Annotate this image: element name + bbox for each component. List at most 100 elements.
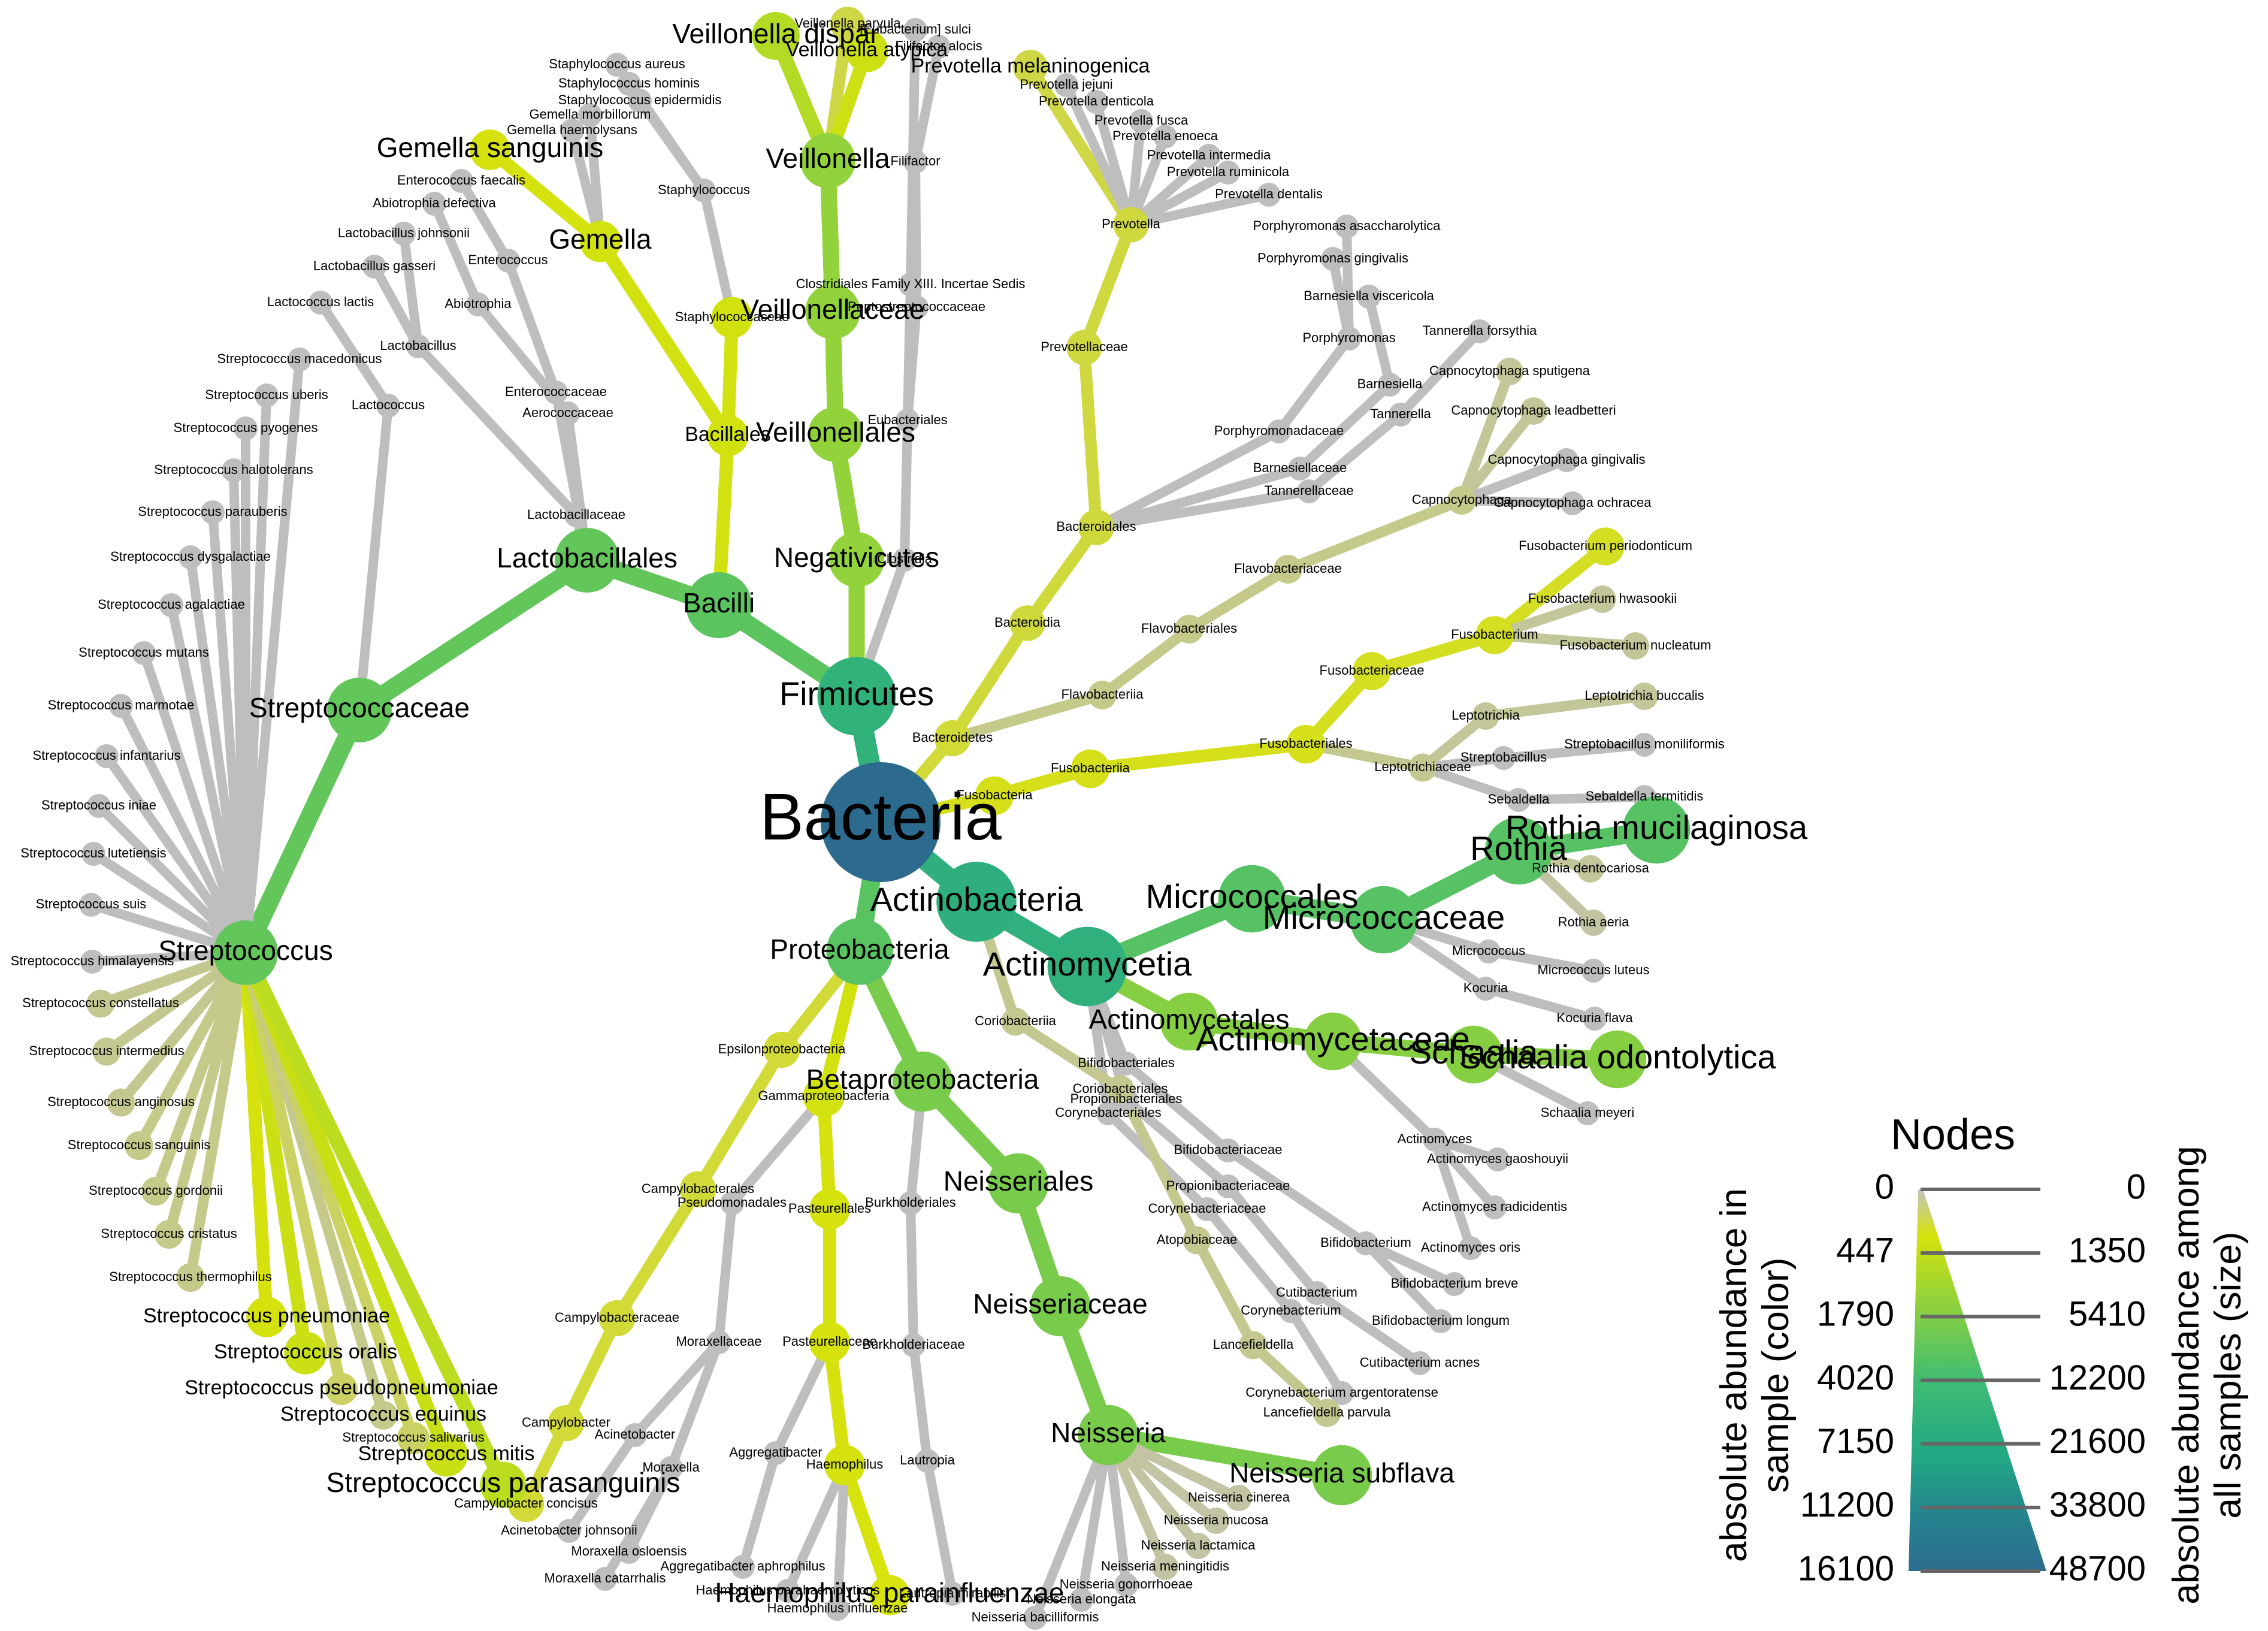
- label-prevotella-melaninogenica: Prevotella melaninogenica: [911, 55, 1150, 77]
- node-flavobacteriaceae: [1274, 555, 1302, 584]
- node-porphyromonadaceae: [1267, 419, 1291, 443]
- node-prevotella-fusca: [1129, 109, 1153, 133]
- node-flavobacteriia: [1088, 681, 1117, 709]
- node-streptobacillus: [1492, 746, 1516, 770]
- edge-streptococcus-to-streptococcus-pseudopneumoniae: [240, 947, 347, 1395]
- edge-streptococcus-to-streptococcus-agalactiae: [167, 600, 250, 958]
- label-burkholderiales: Burkholderiales: [865, 1195, 956, 1210]
- label-prevotella-dentalis: Prevotella dentalis: [1215, 186, 1323, 201]
- node-streptococcus-himalayensis: [80, 950, 104, 974]
- node-streptococcus-gordonii: [141, 1177, 170, 1206]
- label-capnocytophaga-ochracea: Capnocytophaga ochracea: [1494, 495, 1652, 510]
- label-streptococcus-himalayensis: Streptococcus himalayensis: [11, 953, 174, 968]
- node-corynebacteriales: [1096, 1101, 1120, 1125]
- edge-haemophilus-to-haemophilus-influenzae: [833, 1460, 849, 1614]
- node-veillonella-atypica: [845, 29, 888, 73]
- node-lactobacillus-gasseri: [362, 255, 386, 279]
- edge-fusobacteriia-to-fusobacteriales: [1084, 738, 1313, 775]
- node-pasteurellales: [809, 1189, 850, 1230]
- edge-lactococcus-to-lactococcus-lactis: [316, 298, 393, 410]
- label-veillonella-dispar: Veillonella dispar: [672, 18, 879, 49]
- edge-bacteroidales-to-prevotellaceae: [1078, 341, 1103, 534]
- tree-nodes: [79, 7, 1691, 1630]
- node-fusobacteriia: [1071, 749, 1110, 789]
- label-gemella-haemolysans: Gemella haemolysans: [507, 122, 637, 137]
- label-streptococcus-agalactiae: Streptococcus agalactiae: [98, 597, 245, 612]
- label-streptococcus-pseudopneumoniae: Streptococcus pseudopneumoniae: [185, 1376, 498, 1399]
- label-fusobacteria: Fusobacteria: [956, 787, 1033, 802]
- edge-streptococcus-to-streptococcus-mutans: [139, 648, 250, 958]
- label-veillonellales: Veillonellales: [756, 416, 915, 448]
- node-capnocytophaga-leadbetteri: [1520, 397, 1547, 425]
- label-capnocytophaga-sputigena: Capnocytophaga sputigena: [1429, 363, 1590, 378]
- node-streptococcus-constellatus: [86, 989, 115, 1018]
- edge-barnesiella-to-barnesiella-viscericola: [1364, 292, 1395, 389]
- label-fusobacteriaceae: Fusobacteriaceae: [1320, 663, 1425, 678]
- node-pasteurellaceae: [809, 1322, 850, 1363]
- label-fusobacterium-nucleatum: Fusobacterium nucleatum: [1559, 638, 1711, 653]
- label-neisseria-bacilliformis: Neisseria bacilliformis: [972, 1609, 1099, 1624]
- node-neisseria-cinerea: [1226, 1485, 1252, 1511]
- label-bifidobacterium-longum: Bifidobacterium longum: [1372, 1313, 1510, 1328]
- node-tannerella-forsythia: [1468, 319, 1492, 343]
- node-bifidobacterium-breve: [1443, 1272, 1466, 1296]
- label-abiotrophia-defectiva: Abiotrophia defectiva: [373, 195, 496, 210]
- legend-color-label-2: sample (color): [1755, 1258, 1797, 1493]
- node-haemophilus-parahaemolyticus: [776, 1579, 800, 1603]
- label-streptococcus-iniae: Streptococcus iniae: [41, 798, 156, 813]
- label-porphyromonadaceae: Porphyromonadaceae: [1214, 423, 1344, 438]
- label-schaalia-meyeri: Schaalia meyeri: [1541, 1105, 1635, 1120]
- label-streptococcus-thermophilus: Streptococcus thermophilus: [109, 1269, 271, 1284]
- label-aerococcaceae: Aerococcaceae: [522, 405, 613, 420]
- label-tannerella-forsythia: Tannerella forsythia: [1423, 323, 1538, 338]
- edge-streptococcaceae-to-lactococcus: [355, 401, 393, 715]
- node-streptococcus-parasanguinis: [480, 1461, 527, 1508]
- node-neisseria-bacilliformis: [1023, 1606, 1047, 1630]
- node-leptotrichiaceae: [1408, 753, 1437, 782]
- label-neisseria-meningitidis: Neisseria meningitidis: [1101, 1558, 1229, 1573]
- node-barnesiella-viscericola: [1357, 285, 1381, 309]
- node-propionibacteriaceae: [1216, 1174, 1240, 1198]
- node-streptococcus-marmotae: [109, 694, 133, 718]
- edge-micrococcus-to-micrococcus-luteus: [1484, 947, 1598, 975]
- node-schaalia: [1444, 1025, 1503, 1084]
- node-gemella-morbillorum: [578, 103, 602, 127]
- node-rothia: [1484, 817, 1553, 885]
- label-haemophilus-parahaemolyticus: Haemophilus parahaemolyticus: [696, 1582, 880, 1597]
- node-fusobacteria: [975, 776, 1014, 816]
- label-eubacteriales: Eubacteriales: [867, 412, 947, 427]
- node-clostridiales-family-xiii-incertae-sedis: [899, 273, 923, 297]
- label-micrococcales: Micrococcales: [1146, 877, 1359, 915]
- label-fusobacteriia: Fusobacteriia: [1051, 760, 1130, 775]
- edge-clostridia-to-eubacteriales: [900, 416, 912, 564]
- node-actinomyces-oris: [1459, 1236, 1483, 1260]
- node-campylobacterales: [679, 1171, 716, 1208]
- label-prevotella-jejuni: Prevotella jejuni: [1020, 77, 1112, 92]
- edge-bacillales-to-gemella: [593, 234, 735, 443]
- legend-color-tick-4: 7150: [1817, 1422, 1894, 1461]
- edge-lactobacillus-to-lactobacillus-gasseri: [370, 262, 423, 351]
- label-clostridiales-family-xiii-incertae-sedis: Clostridiales Family XIII. Incertae Sedi…: [796, 276, 1026, 291]
- label-micrococcus-luteus: Micrococcus luteus: [1537, 962, 1649, 977]
- label-rothia-dentocariosa: Rothia dentocariosa: [1532, 860, 1649, 875]
- edge-cutibacterium-to-cutibacterium-acnes: [1312, 1288, 1425, 1368]
- edge-fusobacterium-to-fusobacterium-periodonticum: [1488, 540, 1612, 642]
- label-firmicutes: Firmicutes: [779, 675, 934, 712]
- node-prevotella-denticola: [1084, 90, 1108, 114]
- edge-neisseria-to-neisseria-bacilliformis: [1030, 1430, 1113, 1623]
- node-aggregatibacter: [764, 1441, 788, 1465]
- label-propionibacteriaceae: Propionibacteriaceae: [1166, 1178, 1290, 1193]
- node-moraxellaceae: [707, 1330, 731, 1354]
- node-streptococcus-mitis: [424, 1433, 468, 1477]
- node-streptococcus-dysgalactiae: [179, 545, 202, 569]
- label-corynebacteriaceae: Corynebacteriaceae: [1148, 1201, 1266, 1216]
- node-cutibacterium-acnes: [1408, 1351, 1432, 1375]
- edge-streptococcus-to-streptococcus-thermophilus: [185, 947, 251, 1283]
- label-capnocytophaga-leadbetteri: Capnocytophaga leadbetteri: [1451, 403, 1616, 418]
- node-streptococcus-suis: [79, 893, 103, 917]
- node-streptococcus-salivarius: [397, 1422, 430, 1454]
- label-streptococcus-constellatus: Streptococcus constellatus: [22, 995, 179, 1010]
- label-gemella-sanguinis: Gemella sanguinis: [377, 132, 603, 163]
- edge-pseudomonadales-to-moraxellaceae: [714, 1198, 737, 1347]
